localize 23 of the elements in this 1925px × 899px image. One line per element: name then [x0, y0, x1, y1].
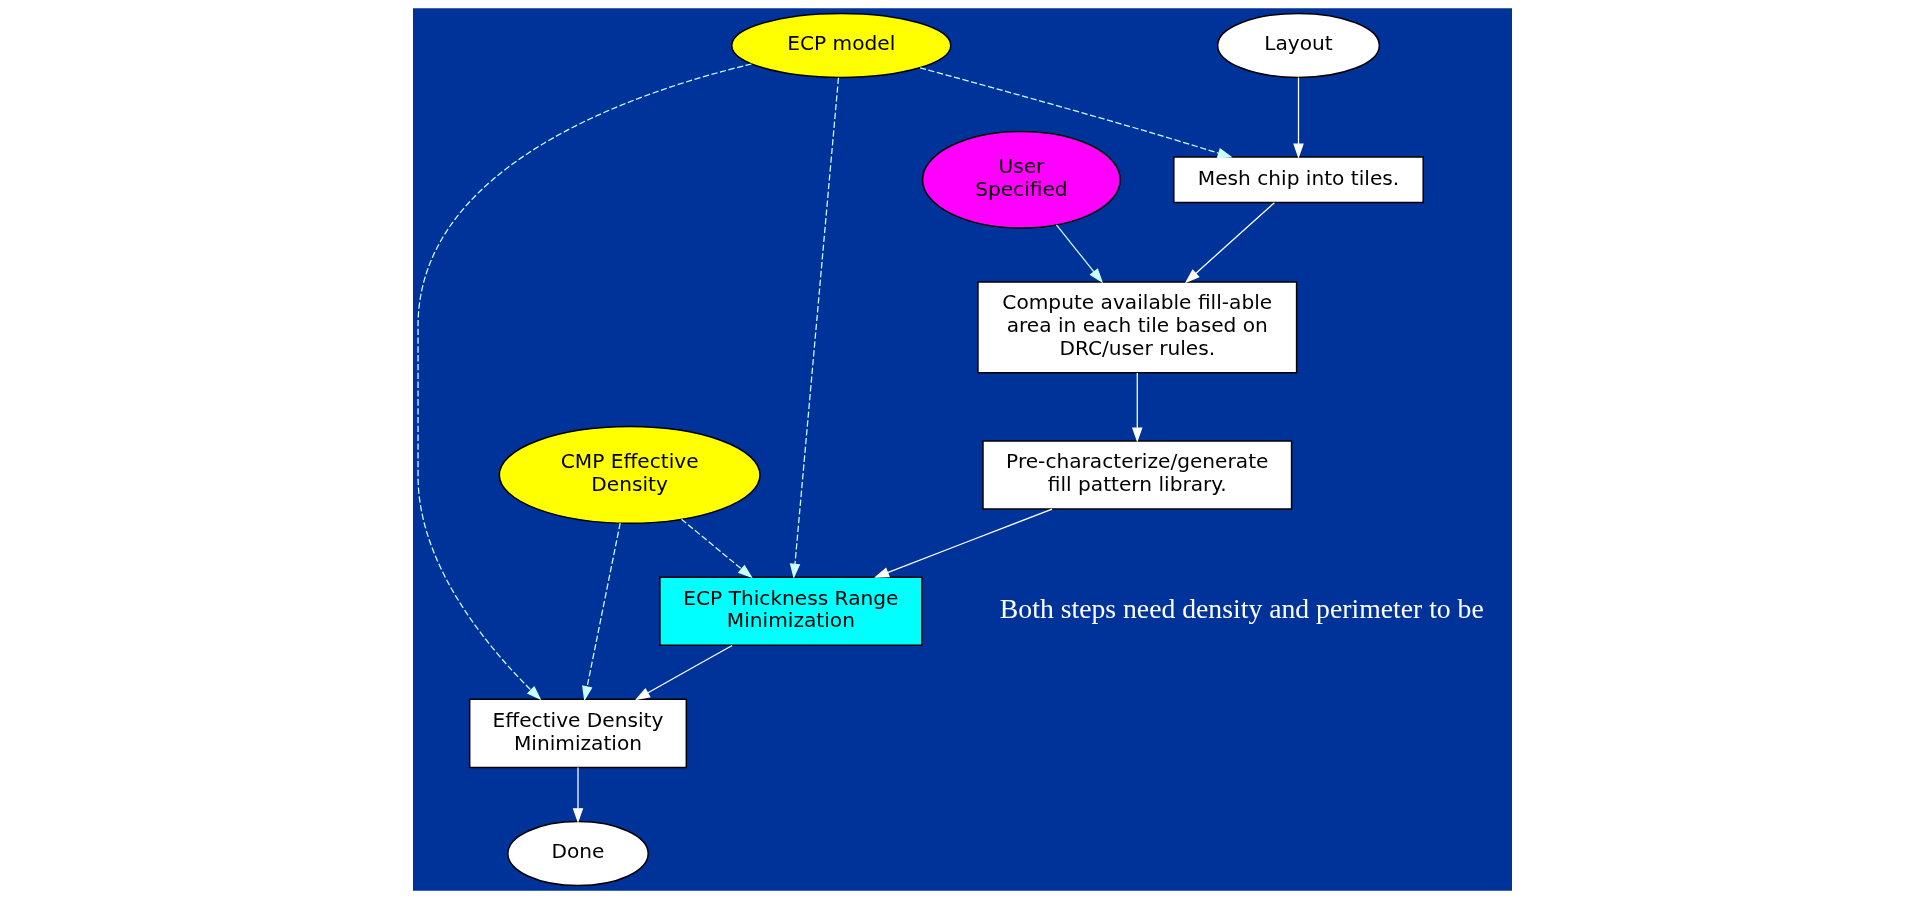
node-box: ECP Thickness Range Minimization [659, 576, 923, 646]
arrow [1131, 372, 1143, 443]
node-box: Mesh chip into tiles. [1173, 156, 1424, 204]
node-ellipse: CMP Effective Density [498, 425, 761, 524]
arrow [789, 77, 840, 579]
node-box: Compute available fill-able area in each tile based on DRC/user rules. [977, 281, 1298, 374]
label: Both steps need density and perimeter to be [999, 593, 1484, 625]
node-ellipse: Layout [1216, 12, 1381, 79]
node-ellipse: Done [507, 820, 649, 887]
arrow [634, 644, 733, 701]
node-ellipse: ECP model [731, 12, 952, 79]
node-ellipse: User Specified [921, 130, 1121, 229]
arrow [680, 518, 753, 579]
node-box: Pre-characterize/generate fill pattern library. [982, 440, 1293, 510]
arrow [572, 766, 584, 824]
node-box: Effective Density Minimization [468, 698, 688, 769]
arrow [417, 63, 753, 701]
arrow [582, 522, 621, 702]
arrow [873, 508, 1053, 578]
arrow [1184, 202, 1275, 284]
arrow [1055, 224, 1104, 284]
arrow [919, 67, 1233, 159]
arrow [1293, 76, 1304, 159]
